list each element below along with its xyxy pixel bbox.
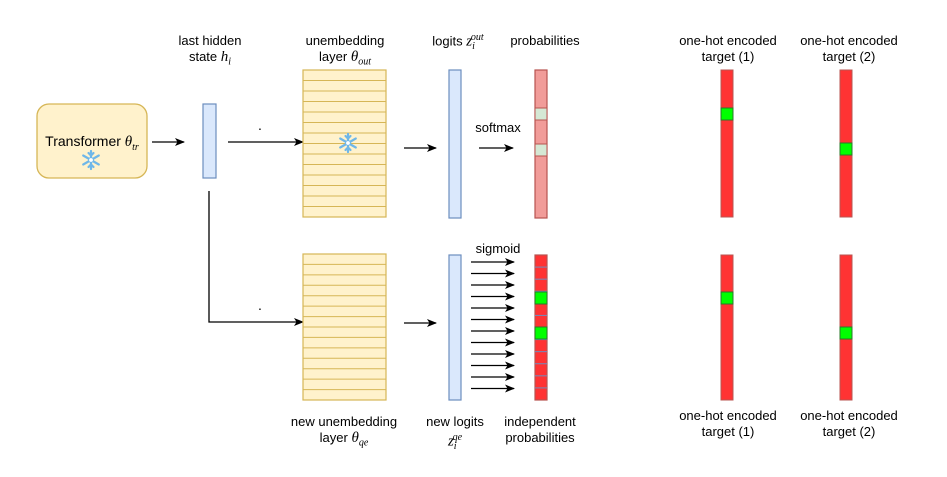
target-bottom-right-label: one-hot encoded target (2) [800, 408, 898, 439]
probability-cell-hot [534, 326, 548, 340]
hidden-state-label: last hidden state hi [178, 33, 242, 68]
unembedding-label: unembedding layer θout [305, 33, 385, 68]
transformer-label: Transformer θtr [45, 133, 139, 153]
probabilities-label: probabilities [510, 33, 580, 48]
dot-operator-top: · [257, 120, 263, 136]
softmax-label: softmax [475, 120, 521, 135]
sigmoid-arrows [471, 258, 515, 393]
sigmoid-label: sigmoid [475, 241, 521, 256]
independent-probability-vector [534, 254, 548, 401]
target-hot-cell [839, 142, 853, 156]
probability-cell-highlight [534, 107, 548, 121]
transformer-block [36, 103, 148, 179]
dot-operator-bottom: · [257, 300, 263, 316]
independent-probabilities-label: independent probabilities [504, 414, 576, 445]
new-unembedding-layer-matrix [302, 253, 387, 401]
unembedding-layer-matrix [302, 69, 387, 218]
new-logits-label: new logits ziqe [426, 414, 484, 452]
probability-vector [534, 69, 548, 219]
target-hot-cell [720, 291, 734, 305]
target-top-left-label: one-hot encoded target (1) [679, 33, 777, 64]
one-hot-targets [720, 69, 853, 401]
probability-cell-highlight [534, 143, 548, 157]
target-bar [720, 69, 734, 218]
probability-cell-hot [534, 291, 548, 305]
hidden-state-vector [202, 103, 217, 179]
arrow-hidden-to-new-unembedding [208, 191, 304, 326]
target-hot-cell [839, 326, 853, 340]
logits-label: logits ziout [432, 32, 484, 52]
target-hot-cell [720, 107, 734, 121]
target-bottom-left-label: one-hot encoded target (1) [679, 408, 777, 439]
target-bar [720, 254, 734, 401]
new-unembedding-label: new unembedding layer θqe [290, 414, 398, 449]
target-top-right-label: one-hot encoded target (2) [800, 33, 898, 64]
logits-vector [448, 69, 462, 219]
new-logits-vector [448, 254, 462, 401]
